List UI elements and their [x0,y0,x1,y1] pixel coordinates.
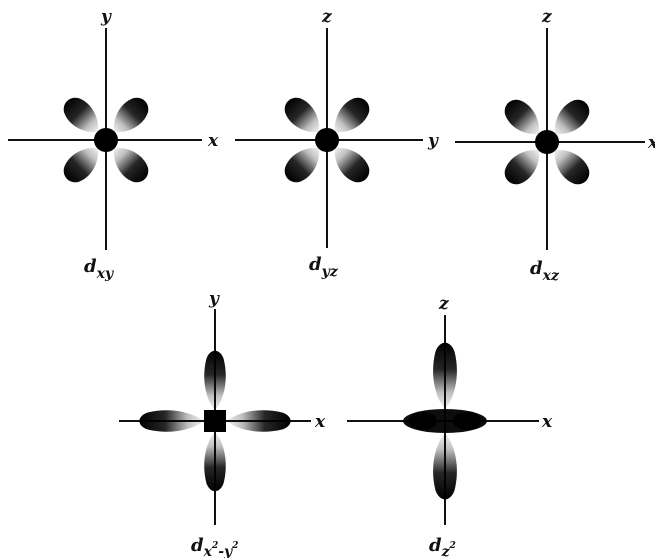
horizontal-axis-label: y [427,131,439,151]
horizontal-axis-label: x [541,412,553,432]
vertical-axis-label: y [208,289,220,309]
orbital-dxy: x y dxy [8,7,219,282]
vertical-axis-label: z [438,294,449,314]
horizontal-axis-label: x [647,133,655,153]
orbital-dx2-y2: x y dx2-y2 [119,289,326,558]
horizontal-axis-label: x [207,131,219,151]
vertical-axis-label: y [100,7,112,27]
orbital-dxz: x z dxz [455,7,655,284]
orbital-label-dxz: dxz [530,258,560,284]
lobes [403,343,487,500]
orbital-dz2: x z dz2 [347,294,553,558]
orbital-label-dx2-y2: dx2-y2 [191,535,238,558]
orbital-label-dxy: dxy [84,256,114,282]
vertical-axis-label: z [321,7,332,27]
orbital-label-dz2: dz2 [429,535,456,558]
orbital-dyz: y z dyz [235,7,439,280]
lobes [139,351,290,491]
orbital-label-dyz: dyz [309,254,339,280]
horizontal-axis-label: x [314,412,326,432]
vertical-axis-label: z [541,7,552,27]
